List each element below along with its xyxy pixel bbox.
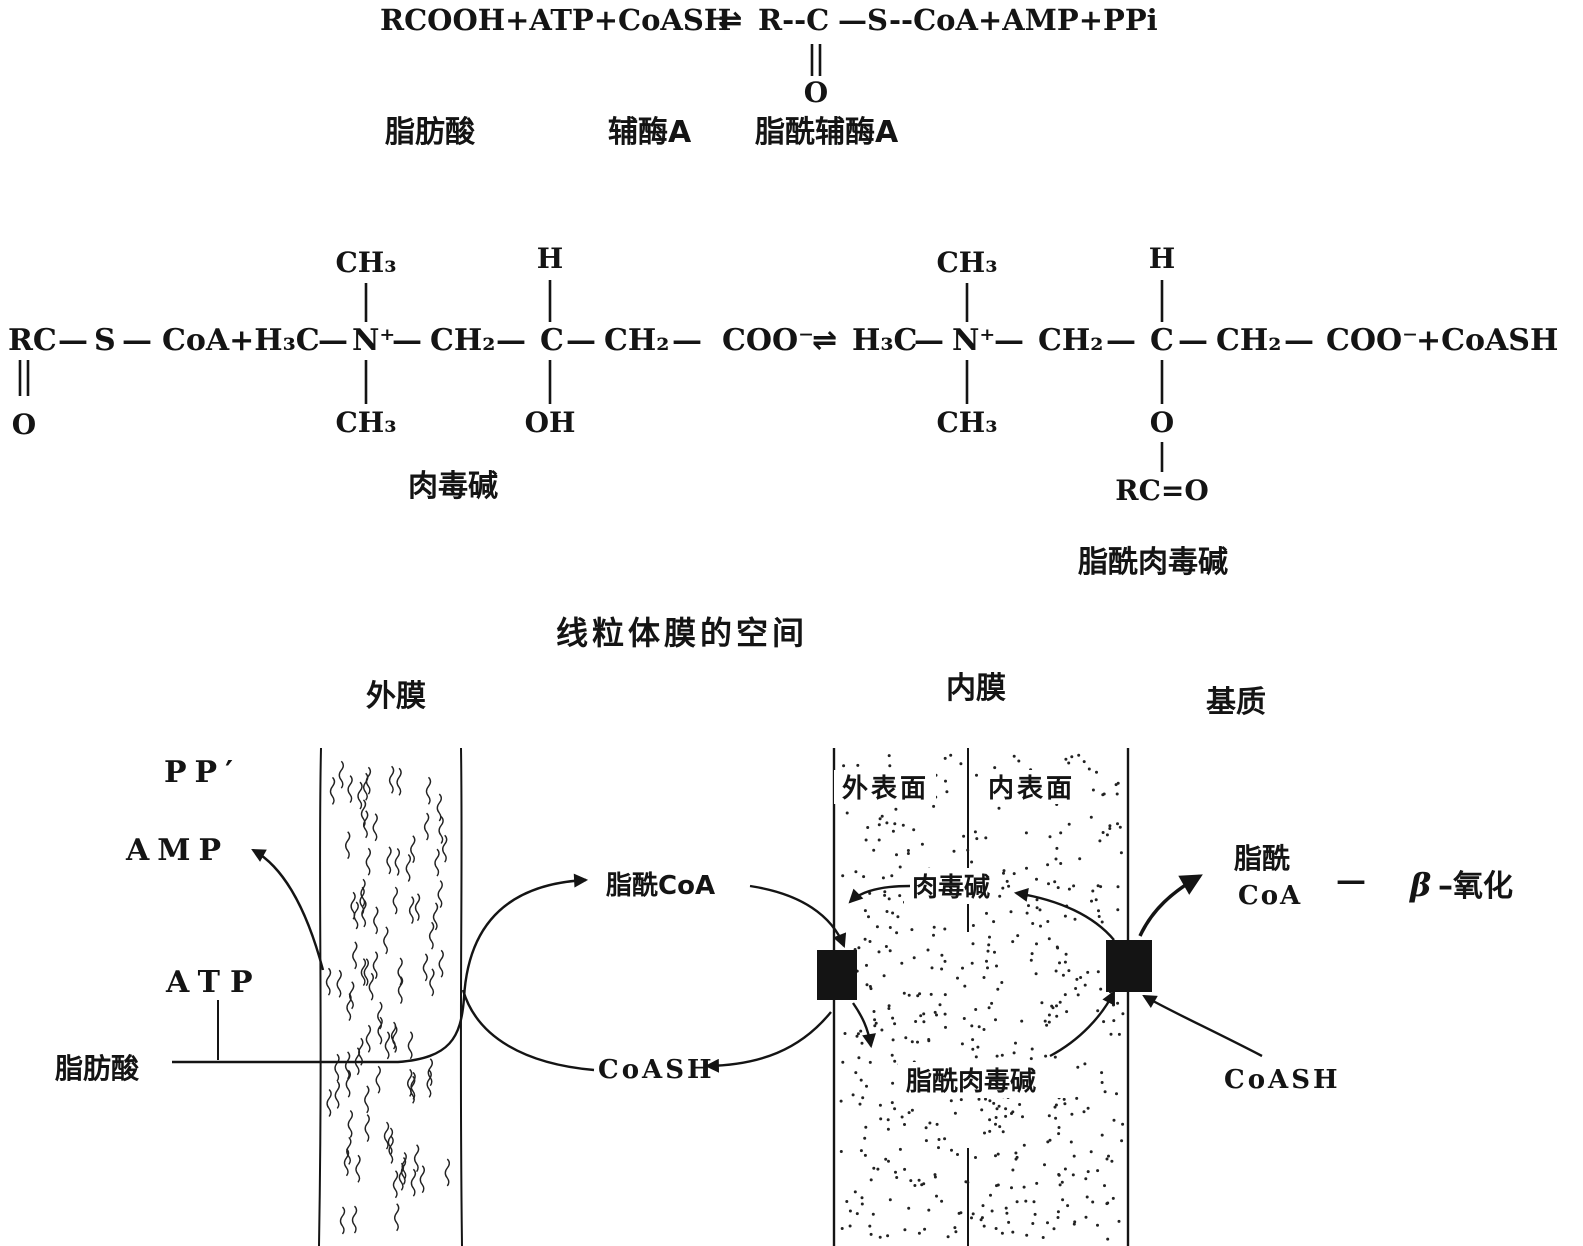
equation-rhs-a: R--C xyxy=(758,3,829,37)
formula-token: +CoASH xyxy=(1416,323,1558,358)
formula-token: S xyxy=(94,323,116,358)
shuttle-diagram: 线粒体膜的空间 外膜 内膜 基质 PP′ AMP ATP 脂肪酸 脂酰CoA C… xyxy=(55,614,1513,1246)
label-acyl-matrix: 脂酰 xyxy=(1234,842,1290,875)
formula-token: CH₂ xyxy=(430,323,495,358)
translocase-right xyxy=(1106,940,1152,992)
amp-release-arrow xyxy=(251,848,325,971)
label-carnitine-membrane: 肉毒碱 xyxy=(912,873,990,903)
formula-token: CH₂ xyxy=(604,323,669,358)
acyl-coa-to-translocase-arrow xyxy=(749,884,847,948)
label-backplate xyxy=(834,770,936,804)
formula-token: — xyxy=(994,323,1024,358)
label-amp: AMP xyxy=(125,833,229,868)
formula-token: — xyxy=(1284,323,1314,358)
equilibrium-harpoon: ⇌ xyxy=(812,323,837,358)
formula-token: C xyxy=(1150,323,1174,358)
acyl-carnitine-to-translocase-arrow xyxy=(1049,990,1116,1058)
methyl-group: CH₃ xyxy=(936,246,997,279)
carnitine-return-arrow xyxy=(1013,887,1115,941)
formula-token: — xyxy=(58,323,88,358)
label-acyl-coa: 脂酰辅酶A xyxy=(755,115,899,150)
label-backplate xyxy=(980,770,1082,804)
methyl-group: CH₃ xyxy=(936,406,997,439)
dash-connector: — xyxy=(1336,863,1366,898)
label-coenzyme-a: 辅酶A xyxy=(608,115,692,150)
outer-membrane-texture xyxy=(325,760,450,1235)
translocase-left xyxy=(817,950,857,1000)
formula-token: CH₂ xyxy=(1038,323,1103,358)
formula-token: CoA+H₃C xyxy=(162,323,320,358)
translocase-to-coash-arrow xyxy=(704,1011,832,1073)
label-outer-surface: 外表面 xyxy=(842,774,929,804)
hydrogen: H xyxy=(1149,242,1175,275)
formula-token: — xyxy=(122,323,152,358)
ester-oxygen: O xyxy=(1150,406,1174,439)
translocase-to-acyl-carnitine-arrow xyxy=(852,1002,876,1049)
methyl-group: CH₃ xyxy=(335,246,396,279)
equation-rhs-b: —S--CoA+AMP+PPi xyxy=(838,3,1158,37)
inner-membrane-stipple xyxy=(839,753,1125,1241)
transesterification-formula: RC — S — CoA+H₃C — N⁺ — CH₂ — C — CH₂ — … xyxy=(8,242,1558,580)
label-coash-matrix: CoASH xyxy=(1224,1065,1341,1095)
cycle-closing-arc xyxy=(461,989,595,1072)
label-atp: ATP xyxy=(165,965,263,1000)
label-ppi: PP′ xyxy=(164,755,241,790)
outer-membrane-left-edge xyxy=(318,747,322,1246)
label-beta-oxidation: –氧化 xyxy=(1438,869,1513,904)
carnitine-to-translocase-arrow xyxy=(848,884,911,904)
label-coash-cytosol: CoASH xyxy=(598,1055,715,1085)
formula-token: COO⁻ xyxy=(1326,323,1418,358)
methyl-group: CH₃ xyxy=(335,406,396,439)
formula-token: RC xyxy=(8,323,57,358)
formula-token: C xyxy=(540,323,564,358)
formula-token: — xyxy=(566,323,596,358)
label-inner-surface: 内表面 xyxy=(988,774,1075,804)
carbonyl-oxygen: O xyxy=(12,408,36,441)
equilibrium-harpoon: ⇌ xyxy=(718,3,742,37)
label-acyl-carnitine-membrane: 脂酰肉毒碱 xyxy=(906,1067,1036,1097)
label-outer-membrane: 外膜 xyxy=(366,679,426,714)
label-inner-membrane: 内膜 xyxy=(946,671,1006,706)
formula-token: CH₂ xyxy=(1216,323,1281,358)
beta-symbol: β xyxy=(1409,866,1431,904)
label-acyl-coa-cytosol: 脂酰CoA xyxy=(606,871,715,901)
formula-token: COO⁻ xyxy=(722,323,814,358)
coash-to-translocase-arrow xyxy=(1142,994,1263,1058)
formula-token: — xyxy=(914,323,944,358)
equation-lhs: RCOOH+ATP+CoASH xyxy=(380,3,731,37)
label-matrix: 基质 xyxy=(1206,685,1266,720)
formula-token: N⁺ xyxy=(952,323,995,358)
formula-token: — xyxy=(318,323,348,358)
outer-membrane-right-edge xyxy=(459,747,463,1246)
acyl-group: RC=O xyxy=(1115,474,1208,507)
label-fatty-acid: 脂肪酸 xyxy=(55,1052,140,1085)
label-fatty-acid: 脂肪酸 xyxy=(385,115,476,150)
fatty-acid-to-acyl-coa-arrow xyxy=(172,873,589,1064)
label-backplate xyxy=(898,1062,1074,1098)
label-backplate xyxy=(904,868,998,904)
label-carnitine: 肉毒碱 xyxy=(408,469,498,504)
formula-token: N⁺ xyxy=(352,323,395,358)
formula-token: — xyxy=(496,323,526,358)
formula-token: — xyxy=(672,323,702,358)
activation-equation: RCOOH+ATP+CoASH ⇌ R--C —S--CoA+AMP+PPi O… xyxy=(380,3,1158,150)
formula-token: — xyxy=(1178,323,1208,358)
label-coa-matrix: CoA xyxy=(1238,881,1302,911)
hydrogen: H xyxy=(537,242,563,275)
label-acyl-carnitine: 脂酰肉毒碱 xyxy=(1078,545,1228,580)
formula-token: — xyxy=(1106,323,1136,358)
translocase-to-acyl-coa-matrix-arrow xyxy=(1138,874,1203,937)
formula-token: — xyxy=(392,323,422,358)
hydroxyl-group: OH xyxy=(525,406,576,439)
carbonyl-oxygen: O xyxy=(804,76,828,109)
diagram-title: 线粒体膜的空间 xyxy=(556,614,808,652)
formula-token: H₃C xyxy=(852,323,917,358)
